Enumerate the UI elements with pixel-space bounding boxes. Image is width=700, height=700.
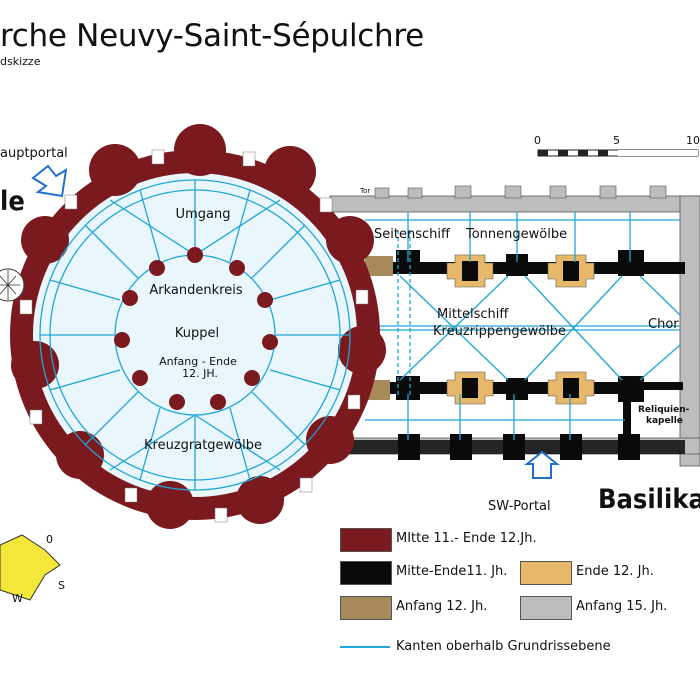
legend-text-2: Ende 12. Jh. — [576, 564, 654, 579]
main-portal-arrow — [31, 164, 68, 198]
label-chor: Chor — [648, 317, 679, 332]
label-anfang-ende: Anfang - Ende — [159, 355, 237, 368]
label-12-jh: 12. JH. — [182, 367, 218, 380]
legend-text-4: Anfang 15. Jh. — [576, 599, 668, 614]
scale-0: 0 — [534, 134, 541, 147]
label-kreuzrippengewoelbe: Kreuzrippengewölbe — [433, 324, 567, 339]
page-subtitle: dskizze — [0, 55, 41, 68]
basilica-vault-lines — [365, 212, 681, 440]
rotunda-vault-lines — [39, 179, 351, 491]
legend-swatch-2 — [520, 561, 572, 585]
label-hauptportal: auptportal — [0, 146, 68, 161]
compass-s: S — [58, 579, 65, 592]
label-tor: Tor — [360, 187, 371, 195]
compass-w: W — [12, 592, 23, 605]
label-basilika: Basilika — [598, 484, 700, 515]
sw-portal-arrow — [524, 450, 560, 479]
scale-bar — [537, 149, 699, 157]
scale-10: 10 — [686, 134, 700, 147]
scale-5: 5 — [613, 134, 620, 147]
label-sw-portal: SW-Portal — [488, 499, 551, 514]
label-umgang: Umgang — [175, 207, 231, 222]
legend-text-1: Mitte-Ende11. Jh. — [396, 564, 508, 579]
label-kreuzgratgewoelbe: Kreuzgratgewölbe — [143, 438, 263, 453]
label-reliquien: Reliquien- — [638, 405, 690, 415]
legend-text-3: Anfang 12. Jh. — [396, 599, 488, 614]
label-tonnengewoelbe: Tonnengewölbe — [466, 227, 568, 242]
compass-arrow — [0, 534, 61, 601]
legend-swatch-1 — [340, 561, 392, 585]
label-rotunda-edge: le — [0, 186, 25, 217]
legend-swatch-3 — [340, 596, 392, 620]
compass-o: 0 — [46, 533, 53, 546]
legend-swatch-0 — [340, 528, 392, 552]
label-kapelle: kapelle — [646, 416, 683, 426]
legend-swatch-4 — [520, 596, 572, 620]
page-title: rche Neuvy-Saint-Sépulchre — [0, 18, 424, 54]
legend-text-0: MItte 11.- Ende 12.Jh. — [396, 531, 537, 546]
legend-text-5: Kanten oberhalb Grundrissebene — [396, 639, 611, 654]
arcade-columns — [114, 247, 278, 410]
label-arkadenkreis: Arkandenkreis — [149, 283, 243, 298]
label-seitenschiff: Seitenschiff — [374, 227, 450, 242]
label-mittelschiff: Mittelschiff — [437, 307, 509, 322]
label-kuppel: Kuppel — [174, 326, 220, 341]
